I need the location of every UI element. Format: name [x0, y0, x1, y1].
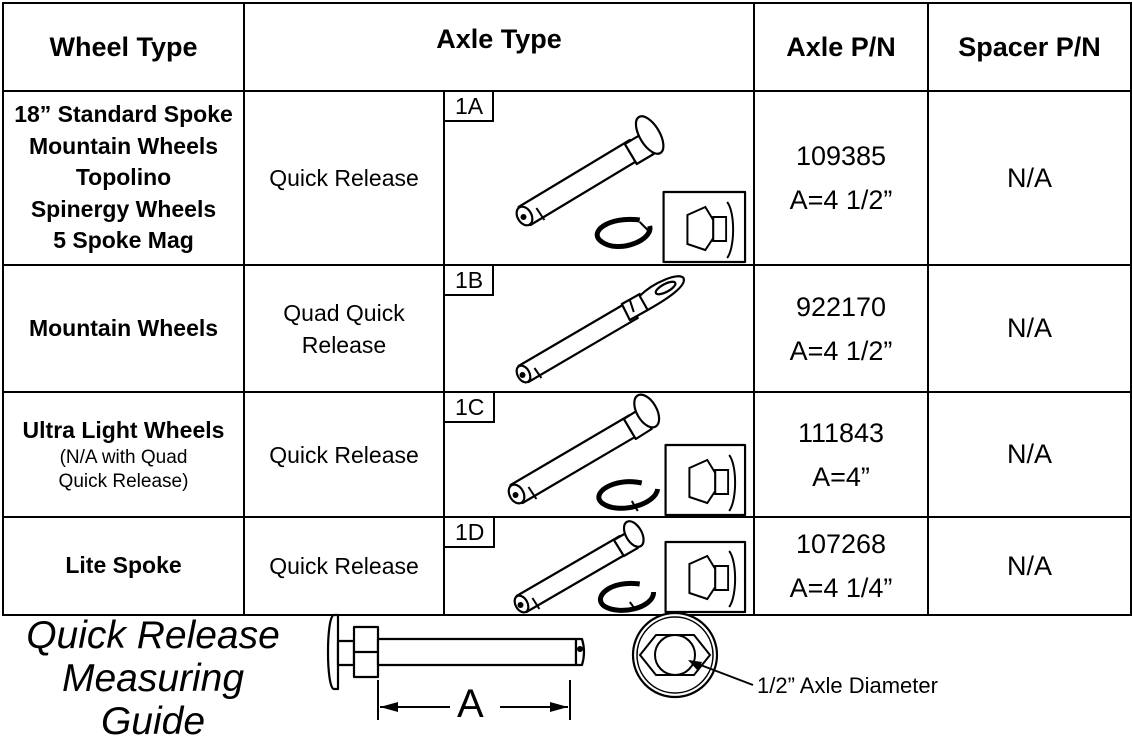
spacer-pn-cell: N/A — [927, 264, 1132, 393]
axle-part-number: 109385 — [795, 141, 887, 171]
axle-pn-cell: 111843 A=4” — [753, 391, 929, 518]
axle-image-cell: 1C — [443, 391, 755, 518]
release-type-label: Quick Release — [269, 441, 419, 468]
quick-release-axle-illustration — [507, 393, 747, 516]
axle-length: A=4 1/4” — [789, 573, 893, 603]
wheel-type-note: Quick Release) — [58, 471, 189, 493]
spacer-pn-cell: N/A — [927, 90, 1132, 266]
wheel-type-cell: Lite Spoke — [2, 516, 245, 616]
axle-type-tag: 1C — [445, 393, 496, 423]
release-type-label: Release — [301, 331, 387, 358]
table-row: 18” Standard Spoke Mountain Wheels Topol… — [2, 90, 1132, 266]
wheel-type-cell: 18” Standard Spoke Mountain Wheels Topol… — [2, 90, 245, 266]
header-axle-pn: Axle P/N — [753, 2, 929, 92]
release-type-label: Quad Quick — [283, 299, 405, 326]
axle-part-number: 107268 — [795, 529, 887, 559]
axle-table: Wheel Type Axle Type Axle P/N Spacer P/N… — [2, 2, 1132, 616]
wheel-type-line: Ultra Light Wheels — [22, 416, 225, 443]
axle-part-number: 922170 — [795, 291, 887, 322]
axle-pn-cell: 107268 A=4 1/4” — [753, 516, 929, 616]
wheel-type-line: Lite Spoke — [65, 552, 182, 579]
axle-pn-cell: 109385 A=4 1/2” — [753, 90, 929, 266]
header-row: Wheel Type Axle Type Axle P/N Spacer P/N — [2, 2, 1132, 92]
axle-image-cell: 1A — [443, 90, 755, 266]
axle-diameter-label: 1/2” Axle Diameter — [757, 673, 938, 698]
table-row: Ultra Light Wheels (N/A with Quad Quick … — [2, 391, 1132, 518]
release-type-cell: Quick Release — [243, 90, 445, 266]
axle-length: A=4 1/2” — [789, 335, 893, 366]
measuring-guide-title: Quick Release Measuring Guide — [8, 614, 298, 743]
header-wheel-type: Wheel Type — [2, 2, 245, 92]
axle-type-tag: 1B — [445, 266, 495, 296]
axle-pn-cell: 922170 A=4 1/2” — [753, 264, 929, 393]
quick-release-axle-illustration — [513, 520, 747, 614]
axle-type-tag: 1D — [445, 518, 496, 548]
release-type-label: Quick Release — [269, 553, 419, 579]
axle-length: A=4” — [812, 461, 870, 492]
wheel-type-line: Topolino — [75, 164, 172, 191]
wheel-type-line: 18” Standard Spoke — [14, 101, 233, 128]
wheel-type-line: Mountain Wheels — [28, 314, 219, 341]
spacer-pn-cell: N/A — [927, 391, 1132, 518]
wheel-type-line: Mountain Wheels — [28, 132, 219, 159]
measuring-guide-illustration — [326, 611, 754, 720]
axle-image-cell: 1B — [443, 264, 755, 393]
release-type-cell: Quick Release — [243, 391, 445, 518]
measuring-guide-title-line: Quick Release — [26, 614, 280, 657]
dimension-a-label: A — [457, 682, 484, 726]
wheel-type-cell: Ultra Light Wheels (N/A with Quad Quick … — [2, 391, 245, 518]
table-row: Lite Spoke Quick Release — [2, 516, 1132, 616]
wheel-type-line: Spinergy Wheels — [30, 195, 217, 222]
wheel-type-cell: Mountain Wheels — [2, 264, 245, 393]
release-type-cell: Quick Release — [243, 516, 445, 616]
table-row: Mountain Wheels Quad Quick Release 1B — [2, 264, 1132, 393]
axle-part-number: 111843 — [797, 417, 885, 448]
axle-image-cell: 1D — [443, 516, 755, 616]
spacer-pn-cell: N/A — [927, 516, 1132, 616]
quick-release-axle-illustration — [515, 115, 747, 264]
axle-type-tag: 1A — [445, 92, 495, 122]
release-type-cell: Quad Quick Release — [243, 264, 445, 393]
wheel-type-line: 5 Spoke Mag — [53, 227, 194, 254]
header-axle-type: Axle Type — [243, 2, 755, 92]
release-type-label: Quick Release — [269, 165, 419, 191]
axle-length: A=4 1/2” — [789, 185, 893, 215]
quad-quick-release-axle-illustration — [515, 275, 685, 384]
header-spacer-pn: Spacer P/N — [927, 2, 1132, 92]
wheel-type-note: (N/A with Quad — [59, 447, 188, 469]
measuring-guide-title-line: Measuring Guide — [61, 657, 245, 743]
